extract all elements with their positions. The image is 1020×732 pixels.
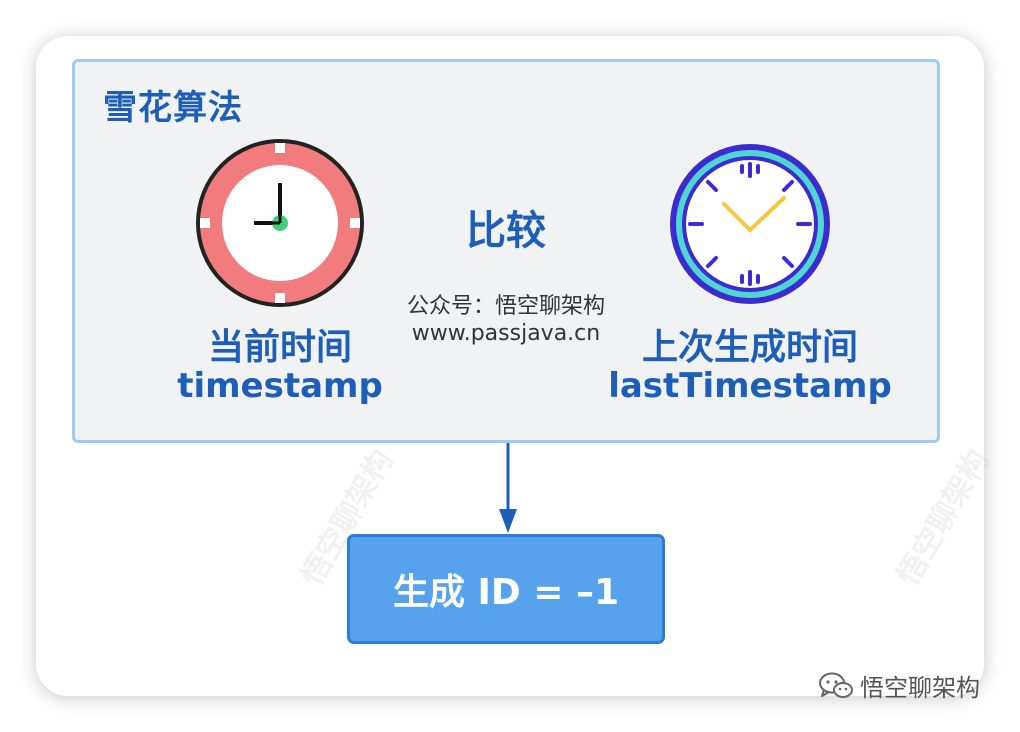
flow-arrow xyxy=(499,443,517,533)
brand-footer: 悟空聊架构 xyxy=(818,668,980,703)
timestamp-label: timestamp xyxy=(177,366,383,406)
wechat-icon xyxy=(819,672,853,698)
result-box: 生成 ID = –1 xyxy=(347,534,665,644)
result-text: 生成 ID = –1 xyxy=(392,572,620,613)
last-time-label: 上次生成时间 xyxy=(641,327,858,368)
credit-website: www.passjava.cn xyxy=(411,321,601,346)
compare-label: 比较 xyxy=(466,208,546,254)
credit-account: 公众号：悟空聊架构 xyxy=(406,294,605,319)
last-timestamp-label: lastTimestamp xyxy=(608,366,892,406)
last-time-clock-icon xyxy=(670,144,830,304)
current-time-label: 当前时间 xyxy=(207,327,352,368)
current-time-clock-icon xyxy=(196,139,364,307)
brand-name: 悟空聊架构 xyxy=(860,674,980,702)
panel-title: 雪花算法 xyxy=(103,88,243,128)
